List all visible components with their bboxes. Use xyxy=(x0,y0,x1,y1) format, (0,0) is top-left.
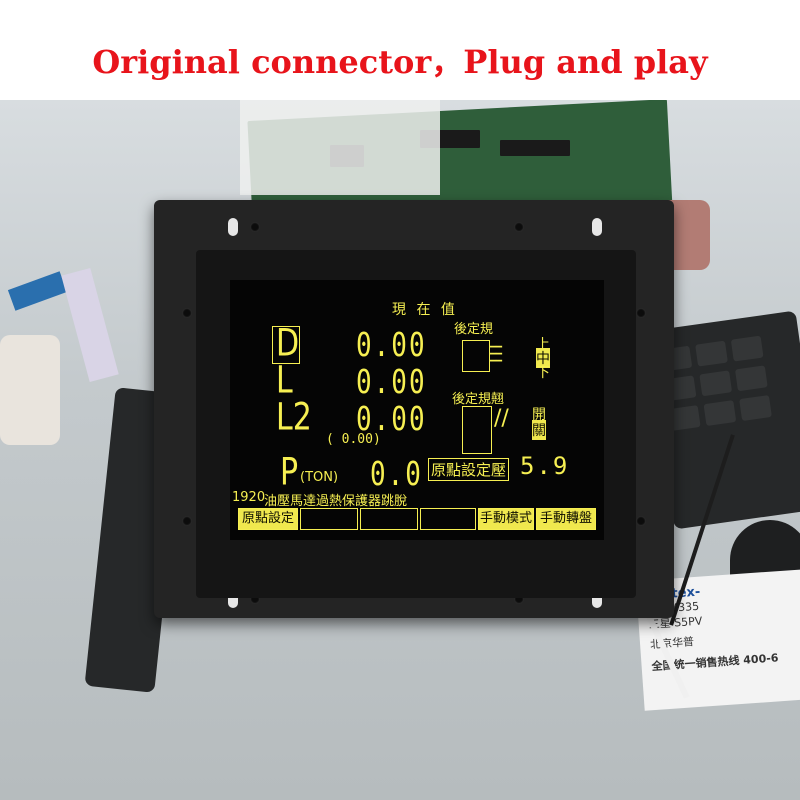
gauge-box-top xyxy=(462,340,490,372)
lcd-screen xyxy=(230,280,604,540)
alarm-code: 1920 xyxy=(232,490,266,505)
side-label: 開 xyxy=(532,407,546,423)
small-board xyxy=(7,271,68,311)
headline-banner: Original connector，Plug and play xyxy=(0,0,800,100)
p-label: P xyxy=(280,450,299,495)
softkey-blank[interactable] xyxy=(360,508,418,530)
gauge-lines-top: ━━━━━━ xyxy=(490,342,503,367)
foam-block xyxy=(240,100,440,195)
side-label: 關 xyxy=(532,420,546,440)
row-value: 0.00 xyxy=(356,327,427,365)
softkey-manual-mode[interactable]: 手動模式 xyxy=(478,508,534,530)
mounting-slot xyxy=(592,590,602,608)
softkey-blank[interactable] xyxy=(300,508,358,530)
row-value: 0.00 xyxy=(356,364,427,402)
row-label: D xyxy=(276,321,300,366)
mounting-slot xyxy=(228,590,238,608)
screw-hole xyxy=(250,222,260,232)
row-label: L xyxy=(276,358,293,403)
screw-hole xyxy=(182,516,192,526)
board-chip xyxy=(500,140,570,156)
box-text: 400-6 xyxy=(742,651,779,667)
mounting-slot xyxy=(228,218,238,236)
screw-hole xyxy=(636,308,646,318)
softkey-manual-dial[interactable]: 手動轉盤 xyxy=(536,508,596,530)
row-label: L2 xyxy=(276,395,312,440)
sub-value: ( 0.00) xyxy=(326,432,381,447)
ribbon-cable xyxy=(61,267,119,383)
setting-bottom-label: 後定規翹 xyxy=(452,392,505,407)
screw-hole xyxy=(514,594,524,604)
p-unit: (TON) xyxy=(300,470,339,485)
lcd-header: 現 在 值 xyxy=(392,302,458,318)
row-value: 0.00 xyxy=(356,401,427,439)
side-label: 中 xyxy=(536,348,550,368)
setting-top-label: 後定規 xyxy=(454,322,494,337)
screw-hole xyxy=(514,222,524,232)
mounting-slot xyxy=(592,218,602,236)
softkey-blank[interactable] xyxy=(420,508,476,530)
softkey-origin-set[interactable]: 原點設定 xyxy=(238,508,298,530)
screw-hole xyxy=(182,308,192,318)
pressure-label: 原點設定壓 xyxy=(428,458,510,481)
pressure-value: 5.9 xyxy=(520,452,570,480)
gauge-box-bottom xyxy=(462,406,492,454)
screw-hole xyxy=(636,516,646,526)
headline-text: Original connector，Plug and play xyxy=(92,43,708,81)
alarm-text: 油壓馬達過熱保護器跳脫 xyxy=(264,494,408,509)
side-label: 下 xyxy=(536,365,550,381)
screw-hole xyxy=(250,594,260,604)
d-label-block xyxy=(272,326,300,364)
gauge-slash: // xyxy=(494,406,509,431)
phone xyxy=(0,335,60,445)
p-value: 0.0 xyxy=(370,456,423,494)
